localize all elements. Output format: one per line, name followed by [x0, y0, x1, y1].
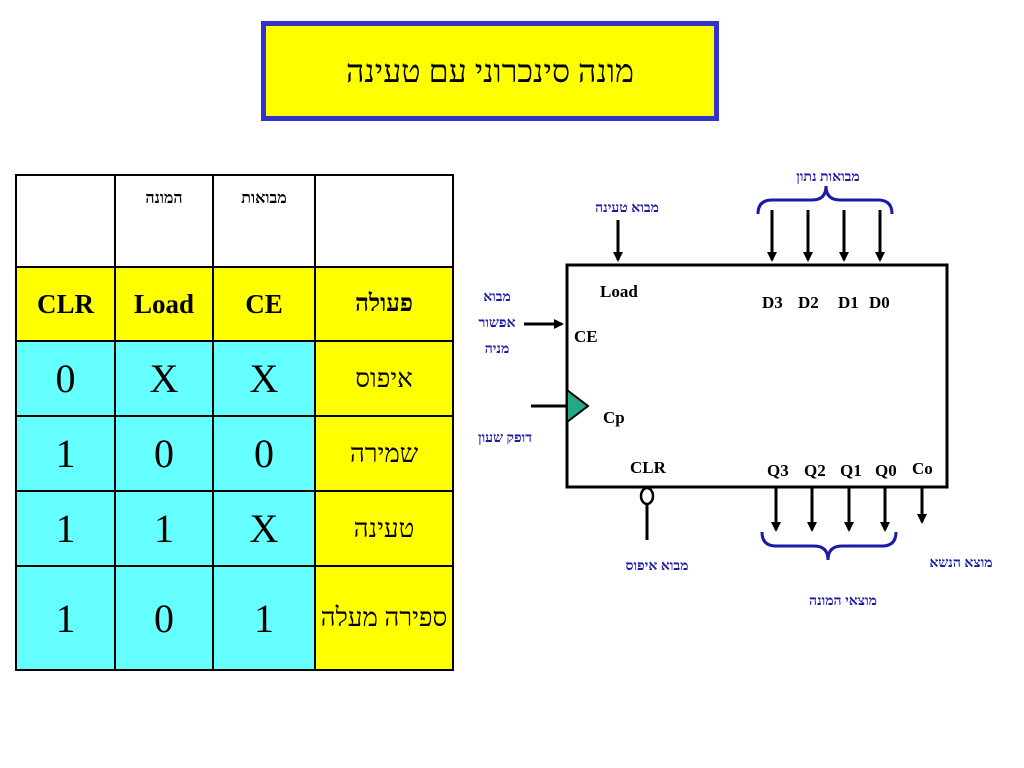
pin-ce: CE: [574, 327, 598, 346]
column-header-ce: CE: [212, 266, 316, 342]
truth-table: המונה מבואות CLR Load CE פעולה 0 X X איפ…: [15, 174, 454, 671]
cell-operation: שמירה: [314, 415, 454, 492]
cell-clr: 0: [15, 340, 116, 417]
pin-q0: Q0: [875, 461, 897, 480]
label-counter-outputs: מוצאי המונה: [809, 594, 877, 609]
title-box: מונה סינכרוני עם טעינה: [261, 21, 719, 121]
header-group-counter: המונה: [114, 174, 214, 268]
pin-d1: D1: [838, 293, 859, 312]
table-row: 0 X X איפוס: [15, 340, 454, 417]
pin-d2: D2: [798, 293, 819, 312]
column-header-clr: CLR: [15, 266, 116, 342]
label-enable-line3: מניה: [485, 342, 510, 357]
cell-operation: טעינה: [314, 490, 454, 567]
table-row: 1 1 X טעינה: [15, 490, 454, 567]
header-group-cell: [314, 174, 454, 268]
cell-ce: X: [212, 340, 316, 417]
column-header-operation: פעולה: [314, 266, 454, 342]
pin-co: Co: [912, 459, 933, 478]
pin-q2: Q2: [804, 461, 826, 480]
page-title: מונה סינכרוני עם טעינה: [345, 52, 635, 89]
cell-load: 0: [114, 565, 214, 671]
cell-load: 1: [114, 490, 214, 567]
label-clock-pulse: דופק שעון: [478, 431, 532, 446]
cell-ce: X: [212, 490, 316, 567]
cell-clr: 1: [15, 415, 116, 492]
pin-cp: Cp: [603, 408, 625, 427]
label-enable-line1: מבוא: [483, 290, 511, 305]
header-group-cell: [15, 174, 116, 268]
counter-outputs-brace: [760, 531, 898, 561]
table-header-group-row: המונה מבואות: [15, 174, 454, 268]
pin-d3: D3: [762, 293, 783, 312]
header-group-inputs: מבואות: [212, 174, 316, 268]
counter-output-arrows: [771, 487, 890, 532]
cell-load: X: [114, 340, 214, 417]
pin-d0: D0: [869, 293, 890, 312]
label-reset-input: מבוא איפוס: [626, 559, 689, 574]
label-enable-line2: אפשור: [479, 316, 516, 331]
data-inputs-brace: [756, 185, 894, 215]
clock-triangle-icon: [566, 387, 590, 425]
pin-q3: Q3: [767, 461, 789, 480]
label-data-inputs: מבואות נתון: [796, 170, 859, 185]
label-load-input: מבוא טעינה: [595, 201, 659, 216]
pin-q1: Q1: [840, 461, 862, 480]
table-row: 1 0 0 שמירה: [15, 415, 454, 492]
table-row: 1 0 1 ספירה מעלה: [15, 565, 454, 671]
table-column-header-row: CLR Load CE פעולה: [15, 266, 454, 342]
cell-load: 0: [114, 415, 214, 492]
cell-clr: 1: [15, 565, 116, 671]
clr-inversion-bubble: [639, 486, 655, 506]
pin-load: Load: [600, 282, 638, 301]
cell-operation: איפוס: [314, 340, 454, 417]
column-header-load: Load: [114, 266, 214, 342]
pin-clr: CLR: [630, 458, 667, 477]
cell-ce: 0: [212, 415, 316, 492]
cell-clr: 1: [15, 490, 116, 567]
label-carry-output: מוצא הנשא: [929, 556, 992, 571]
cell-ce: 1: [212, 565, 316, 671]
data-input-arrows: [767, 210, 885, 262]
cell-operation: ספירה מעלה: [314, 565, 454, 671]
counter-block: [565, 263, 949, 489]
